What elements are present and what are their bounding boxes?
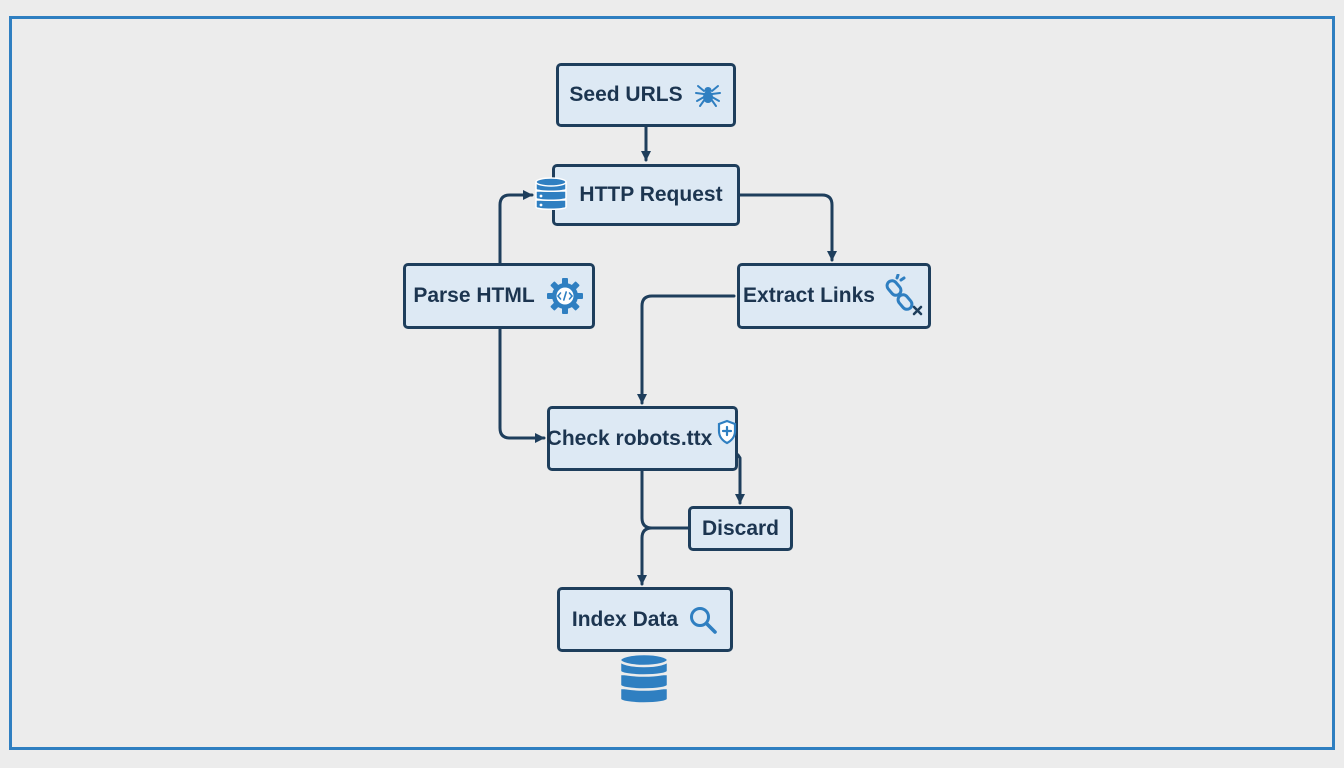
code-gear-icon xyxy=(545,276,585,316)
shield-icon xyxy=(716,419,738,445)
database-icon xyxy=(534,176,568,217)
node-index-data-label: Index Data xyxy=(571,607,679,631)
edge-http-to-extract xyxy=(738,193,837,262)
node-parse-html-label: Parse HTML xyxy=(413,284,535,307)
edge-check-to-discard-join xyxy=(640,469,690,530)
edge-parse-to-check xyxy=(498,326,546,443)
database-icon xyxy=(618,650,670,711)
diagram-frame xyxy=(9,16,1335,750)
node-discard-label: Discard xyxy=(701,516,780,540)
broken-link-icon xyxy=(885,274,925,318)
node-seed-urls[interactable]: Seed URLS xyxy=(556,63,736,127)
edge-parse-to-http xyxy=(498,190,534,265)
spider-icon xyxy=(693,80,723,110)
node-extract-links-label: Extract Links xyxy=(743,284,875,307)
node-http-request[interactable]: HTTP Request xyxy=(552,164,740,226)
edge-check-to-discard xyxy=(735,453,745,505)
node-http-request-label: HTTP Request xyxy=(579,183,723,206)
edge-discard-to-index xyxy=(637,526,690,586)
node-index-data[interactable]: Index Data xyxy=(557,587,733,652)
node-parse-html[interactable]: Parse HTML xyxy=(403,263,595,329)
node-extract-links[interactable]: Extract Links xyxy=(737,263,931,329)
node-check-robots[interactable]: Check robots.ttx xyxy=(547,406,738,471)
node-check-robots-label: Check robots.ttx xyxy=(546,426,713,450)
node-seed-urls-label: Seed URLS xyxy=(569,83,683,106)
edge-extract-to-check xyxy=(637,294,736,405)
search-icon xyxy=(688,605,718,635)
node-discard[interactable]: Discard xyxy=(688,506,793,551)
